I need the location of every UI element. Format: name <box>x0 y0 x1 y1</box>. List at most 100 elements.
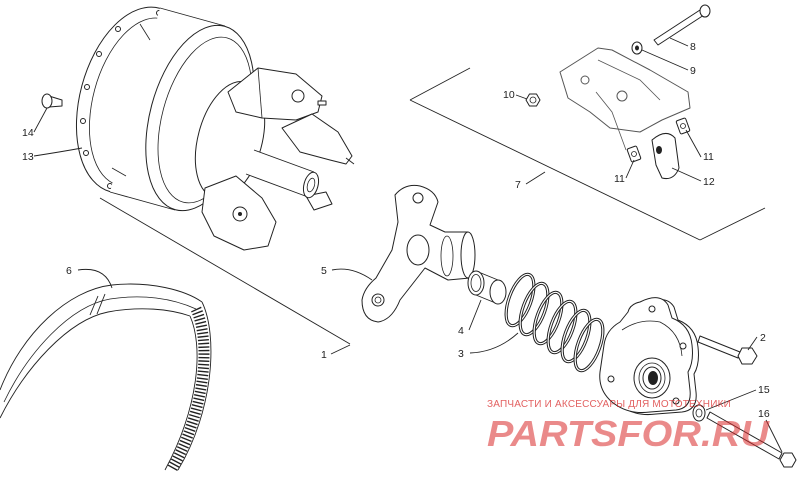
sheave-body-edge <box>109 191 176 211</box>
callout-10: 10 <box>503 89 515 101</box>
belt-teeth-inner-edge <box>164 315 198 471</box>
bolt-hole <box>115 26 121 32</box>
cam-arm-hole <box>616 90 628 102</box>
belt-side-line <box>3 296 197 403</box>
leader-line-10 <box>515 94 528 100</box>
callout-6: 6 <box>66 265 72 277</box>
sheave-band-line <box>139 23 151 41</box>
callout-3: 3 <box>458 348 464 360</box>
cam-arm-detail <box>597 59 661 101</box>
belt-mark <box>96 293 106 315</box>
bushing-back <box>489 279 507 305</box>
bolt-head <box>41 93 53 109</box>
spring <box>504 272 605 373</box>
group-outline-main <box>99 197 351 345</box>
washer-11-left <box>626 145 642 163</box>
tower-bottom-roller-hub <box>238 212 242 216</box>
leader-line-7 <box>525 171 546 185</box>
belt-teeth-outer-edge <box>177 301 212 471</box>
leader-line-4 <box>468 299 482 331</box>
spider-center-bore <box>406 234 430 266</box>
bushing-bore <box>470 274 482 292</box>
washer-15 <box>692 404 706 422</box>
cover-bolt-hole <box>648 305 656 313</box>
callout-7: 7 <box>515 179 521 191</box>
leader-line-11-right <box>685 129 702 158</box>
bolt-shank <box>706 411 783 460</box>
tower-top <box>227 67 323 121</box>
callout-11-right: 11 <box>703 151 714 163</box>
spider-arm-hole <box>371 293 385 307</box>
belt-mark <box>89 295 99 316</box>
tower-top-edge <box>257 67 263 119</box>
shaft-end <box>302 171 320 199</box>
flange-bolt <box>41 93 63 109</box>
spider <box>361 184 476 323</box>
callout-labels: 1 2 3 4 5 6 7 8 9 10 11 11 12 13 14 15 1… <box>22 41 770 420</box>
washer-11-right <box>675 117 691 135</box>
tower-top-roller <box>291 89 305 103</box>
long-bolt <box>706 411 797 468</box>
bearing-race <box>638 362 666 394</box>
tower-right <box>281 113 353 165</box>
drive-belt <box>0 283 212 473</box>
washer-9 <box>631 41 643 55</box>
callout-5: 5 <box>321 265 327 277</box>
callout-2: 2 <box>760 332 766 344</box>
leader-line-12 <box>671 167 702 182</box>
nut-body <box>525 93 541 107</box>
watermark: ЗАПЧАСТИ И АКСЕССУАРЫ ДЛЯ МОТОТЕХНИКИ PA… <box>487 399 770 454</box>
cover-bolt-hole <box>679 342 687 350</box>
shoe-body <box>651 133 680 179</box>
spider-arm-hole <box>412 192 424 204</box>
shaft-body <box>246 150 314 197</box>
cover-bolt-hole <box>672 397 680 405</box>
watermark-caption: ЗАПЧАСТИ И АКСЕССУАРЫ ДЛЯ МОТОТЕХНИКИ <box>487 399 731 410</box>
bolt-hole <box>84 84 90 90</box>
belt-back-fill <box>0 284 202 418</box>
leader-line-2 <box>747 336 758 351</box>
callout-15: 15 <box>758 384 770 396</box>
bearing-bore <box>648 371 658 385</box>
belt-outer-edge <box>0 283 203 391</box>
nut-10 <box>525 93 541 107</box>
callout-4: 4 <box>458 325 464 337</box>
leader-line-14 <box>33 107 48 133</box>
spring-coil <box>505 273 535 327</box>
bolt-hole <box>96 51 102 57</box>
bolt-head <box>779 452 797 468</box>
callout-16: 16 <box>758 408 770 420</box>
leader-line-11-left <box>625 159 635 179</box>
leader-line-8 <box>669 37 689 47</box>
callout-11-left: 11 <box>614 173 625 185</box>
spring-coil <box>574 318 604 372</box>
cover-plate <box>599 297 699 415</box>
group-outline-edge <box>99 197 351 345</box>
tower-right-pin <box>345 157 355 165</box>
spider-housing-towers <box>201 67 355 251</box>
spider-hub-end <box>460 231 476 279</box>
sheave-band-line <box>111 167 127 177</box>
washer-body <box>675 117 691 135</box>
spider-hub-face <box>440 235 454 277</box>
cover-bolt <box>697 335 758 365</box>
shaft-edge <box>253 149 315 173</box>
bolt-shank <box>653 9 705 46</box>
callout-1: 1 <box>321 349 327 361</box>
callout-12: 12 <box>703 176 715 188</box>
shaft-bore <box>306 177 316 193</box>
spring-coil <box>519 282 549 336</box>
washer-outer <box>692 404 706 422</box>
group-outline-cover <box>409 67 766 241</box>
washer-hole <box>680 123 686 129</box>
nut-hole <box>529 96 537 104</box>
bolt-hole <box>80 118 86 124</box>
watermark-logo: PARTSFOR.RU <box>487 413 770 454</box>
bolt-head <box>737 347 758 365</box>
bolt-head <box>699 4 711 18</box>
callout-8: 8 <box>690 41 696 53</box>
cam-arm-hole <box>580 75 590 85</box>
shoe-hole <box>656 146 662 154</box>
arm-bolt <box>653 4 711 46</box>
